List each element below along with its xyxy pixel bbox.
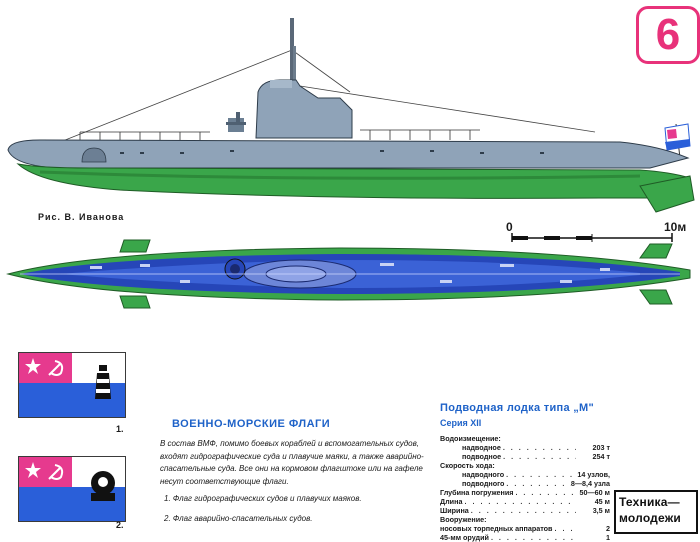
submarine-side-view bbox=[7, 18, 695, 213]
canton-star-hammer-sickle bbox=[19, 457, 72, 487]
spec-leader-dots: . . . . . . . . . . . . . . . . . . . . bbox=[502, 443, 576, 452]
scale-end-label: 10м bbox=[664, 220, 687, 234]
spec-leader-dots: . . . . . . . . . . . . . . . . . . . . bbox=[554, 524, 576, 533]
spec-label: Ширина bbox=[440, 506, 469, 515]
spec-value: 2 bbox=[606, 524, 610, 533]
spec-leader-dots: . . . . . . . . . . . . . . . . . . . . bbox=[506, 479, 570, 488]
spec-row: надводное. . . . . . . . . . . . . . . .… bbox=[440, 443, 610, 452]
submarine-title: Подводная лодка типа „М" bbox=[440, 402, 594, 414]
spec-row: Ширина. . . . . . . . . . . . . . . . . … bbox=[440, 506, 610, 515]
spec-row: Вооружение: bbox=[440, 515, 610, 524]
lighthouse-icon bbox=[85, 361, 121, 403]
flags-heading: ВОЕННО-МОРСКИЕ ФЛАГИ bbox=[172, 418, 331, 430]
spec-value: 254 т bbox=[592, 452, 610, 461]
spec-label: надводное bbox=[462, 443, 501, 452]
spec-row: Длина. . . . . . . . . . . . . . . . . .… bbox=[440, 497, 610, 506]
flag-2-number: 2. bbox=[116, 520, 124, 530]
spec-leader-dots: . . . . . . . . . . . . . . . . . . . . bbox=[464, 497, 576, 506]
spec-row: Глубина погружения. . . . . . . . . . . … bbox=[440, 488, 610, 497]
spec-label: надводного bbox=[462, 470, 505, 479]
spec-row: Водоизмещение: bbox=[440, 434, 610, 443]
submarine-top-view bbox=[6, 239, 691, 309]
canton-star-hammer-sickle bbox=[19, 353, 72, 383]
scale-bar bbox=[511, 233, 673, 242]
specs-table: Водоизмещение:надводное. . . . . . . . .… bbox=[440, 434, 610, 542]
page-number-badge: 6 bbox=[636, 6, 700, 64]
spec-leader-dots: . . . . . . . . . . . . . . . . . . . . bbox=[503, 452, 576, 461]
logo-line-1: Техника— bbox=[619, 495, 680, 509]
spec-row: подводного. . . . . . . . . . . . . . . … bbox=[440, 479, 610, 488]
spec-label: Вооружение: bbox=[440, 515, 487, 524]
spec-leader-dots: . . . . . . . . . . . . . . . . . . . . bbox=[470, 506, 576, 515]
star-icon bbox=[25, 462, 64, 480]
spec-row: подводное. . . . . . . . . . . . . . . .… bbox=[440, 452, 610, 461]
spec-row: надводного. . . . . . . . . . . . . . . … bbox=[440, 470, 610, 479]
spec-row: 45-мм орудий. . . . . . . . . . . . . . … bbox=[440, 533, 610, 542]
logo-line-2: молодежи bbox=[619, 511, 682, 525]
spec-value: 14 узлов, bbox=[577, 470, 610, 479]
spec-row: носовых торпедных аппаратов. . . . . . .… bbox=[440, 524, 610, 533]
spec-leader-dots: . . . . . . . . . . . . . . . . . . . . bbox=[515, 488, 576, 497]
spec-label: подводное bbox=[462, 452, 502, 461]
star-icon bbox=[25, 358, 64, 376]
spec-label: носовых торпедных аппаратов bbox=[440, 524, 553, 533]
spec-label: Глубина погружения bbox=[440, 488, 514, 497]
flag-caption-2: 2. Флаг аварийно-спасательных судов. bbox=[164, 514, 313, 523]
illustration-credit: Рис. В. Иванова bbox=[38, 212, 125, 222]
spec-label: Скорость хода: bbox=[440, 461, 495, 470]
scale-start-label: 0 bbox=[506, 220, 513, 234]
spec-value: 8—8,4 узла bbox=[570, 479, 610, 488]
spec-label: 45-мм орудий bbox=[440, 533, 489, 542]
spec-value: 3,5 м bbox=[592, 506, 610, 515]
spec-row: Скорость хода: bbox=[440, 461, 610, 470]
flags-body-text: В состав ВМФ, помимо боевых кораблей и в… bbox=[160, 439, 424, 486]
spec-leader-dots: . . . . . . . . . . . . . . . . . . . . bbox=[490, 533, 576, 542]
submarine-series: Серия XII bbox=[440, 418, 482, 428]
spec-value: 45 м bbox=[594, 497, 610, 506]
flag-rescue bbox=[18, 456, 126, 522]
flag-hydrographic bbox=[18, 352, 126, 418]
flag-caption-1: 1. Флаг гидрографических судов и плавучи… bbox=[164, 494, 362, 503]
spec-label: подводного bbox=[462, 479, 505, 488]
magazine-logo: Техника— молодежи bbox=[614, 490, 698, 534]
flag-1-number: 1. bbox=[116, 424, 124, 434]
spec-label: Длина bbox=[440, 497, 463, 506]
spec-leader-dots: . . . . . . . . . . . . . . . . . . . . bbox=[506, 470, 576, 479]
diving-helmet-icon bbox=[85, 465, 121, 507]
spec-value: 1 bbox=[606, 533, 610, 542]
spec-label: Водоизмещение: bbox=[440, 434, 501, 443]
spec-value: 203 т bbox=[592, 443, 610, 452]
spec-value: 50—60 м bbox=[579, 488, 611, 497]
